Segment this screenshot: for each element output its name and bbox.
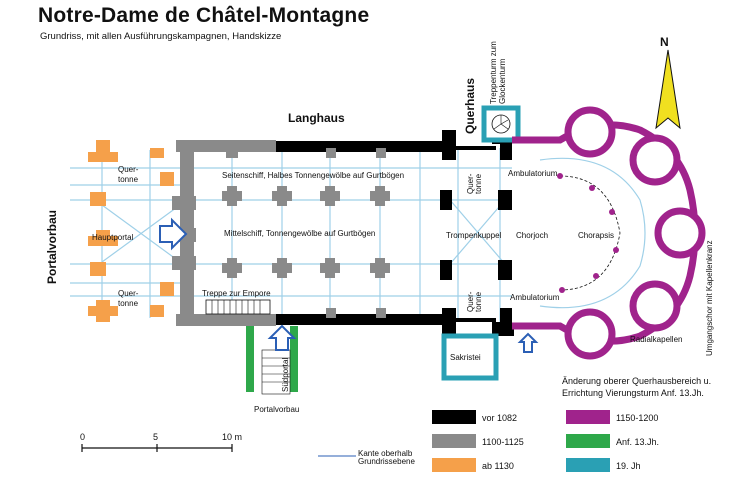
label-langhaus: Langhaus <box>288 111 345 125</box>
note-line-2: Errichtung Vierungsturm Anf. 13.Jh. <box>562 388 704 398</box>
porch-piers <box>88 140 174 322</box>
page-title: Notre-Dame de Châtel-Montagne <box>38 4 370 27</box>
portal-arrows <box>159 217 539 353</box>
label-treppenturm-2: Glockenturm <box>498 58 507 104</box>
label-treppe: Treppe zur Empore <box>202 289 271 298</box>
svg-text:Kante oberhalb: Kante oberhalb <box>358 449 413 458</box>
svg-text:Grundrissebene: Grundrissebene <box>358 457 415 466</box>
label-hauptportal: Hauptportal <box>92 233 134 242</box>
label-trompenkuppel: Trompenkuppel <box>446 231 502 240</box>
svg-text:N: N <box>660 35 669 49</box>
teal-additions <box>441 105 521 381</box>
svg-text:tonne: tonne <box>118 299 139 308</box>
svg-text:vor 1082: vor 1082 <box>482 413 517 423</box>
label-chorapsis: Chorapsis <box>578 231 614 240</box>
svg-text:tonne: tonne <box>118 175 139 184</box>
label-ambulatorium-bottom: Ambulatorium <box>510 293 560 302</box>
svg-text:Quer-: Quer- <box>466 173 475 194</box>
svg-text:1150-1200: 1150-1200 <box>616 413 658 423</box>
apse <box>512 106 706 360</box>
legend-swatch-vor-1082 <box>432 410 476 424</box>
svg-text:Quer-: Quer- <box>118 289 139 298</box>
label-suedportal: Südportal <box>281 358 290 392</box>
south-porch <box>246 326 298 395</box>
legend: vor 1082 1100-1125 ab 1130 1150-1200 Anf… <box>432 410 659 472</box>
black-walls <box>276 130 514 336</box>
label-treppenturm-1: Treppenturm zum <box>489 41 498 104</box>
svg-text:Quer-: Quer- <box>118 165 139 174</box>
label-portalvorbau-bottom: Portalvorbau <box>254 405 299 414</box>
label-chorjoch: Chorjoch <box>516 231 548 240</box>
legend-swatch-19jh <box>566 458 610 472</box>
legend-swatch-ab-1130 <box>432 458 476 472</box>
svg-text:10 m: 10 m <box>222 432 242 442</box>
label-ambulatorium-top: Ambulatorium <box>508 169 558 178</box>
svg-text:ab 1130: ab 1130 <box>482 461 514 471</box>
nave-piers <box>222 148 390 318</box>
page-subtitle: Grundriss, mit allen Ausführungskampagne… <box>40 31 282 42</box>
svg-text:0: 0 <box>80 432 85 442</box>
note-line-1: Änderung oberer Querhausbereich u. <box>562 376 711 386</box>
svg-text:5: 5 <box>153 432 158 442</box>
svg-text:Anf. 13.Jh.: Anf. 13.Jh. <box>616 437 659 447</box>
legend-swatch-1150-1200 <box>566 410 610 424</box>
label-umgangschor: Umgangschor mit Kapellenkranz <box>705 240 714 356</box>
svg-text:Quer-: Quer- <box>466 291 475 312</box>
label-seitenschiff: Seitenschiff, Halbes Tonnengewölbe auf G… <box>222 171 404 180</box>
vault-grid-lines <box>70 148 520 322</box>
svg-text:tonne: tonne <box>474 173 483 194</box>
label-querhaus: Querhaus <box>463 78 477 134</box>
stairs <box>205 299 271 315</box>
svg-text:19. Jh: 19. Jh <box>616 461 641 471</box>
legend-swatch-1100-1125 <box>432 434 476 448</box>
label-sakristei: Sakristei <box>450 353 481 362</box>
legend-swatch-anf-13jh <box>566 434 610 448</box>
scale-bar: 0 5 10 m <box>80 432 242 452</box>
svg-text:tonne: tonne <box>474 291 483 312</box>
north-arrow: N <box>655 35 681 130</box>
svg-text:1100-1125: 1100-1125 <box>482 437 524 447</box>
kante-note: Kante oberhalb Grundrissebene <box>318 449 415 466</box>
label-portalvorbau-side: Portalvorbau <box>45 210 59 284</box>
label-radialkapellen: Radialkapellen <box>630 335 682 344</box>
grey-walls <box>172 140 276 326</box>
label-mittelschiff: Mittelschiff, Tonnengewölbe auf Gurtböge… <box>224 229 375 238</box>
